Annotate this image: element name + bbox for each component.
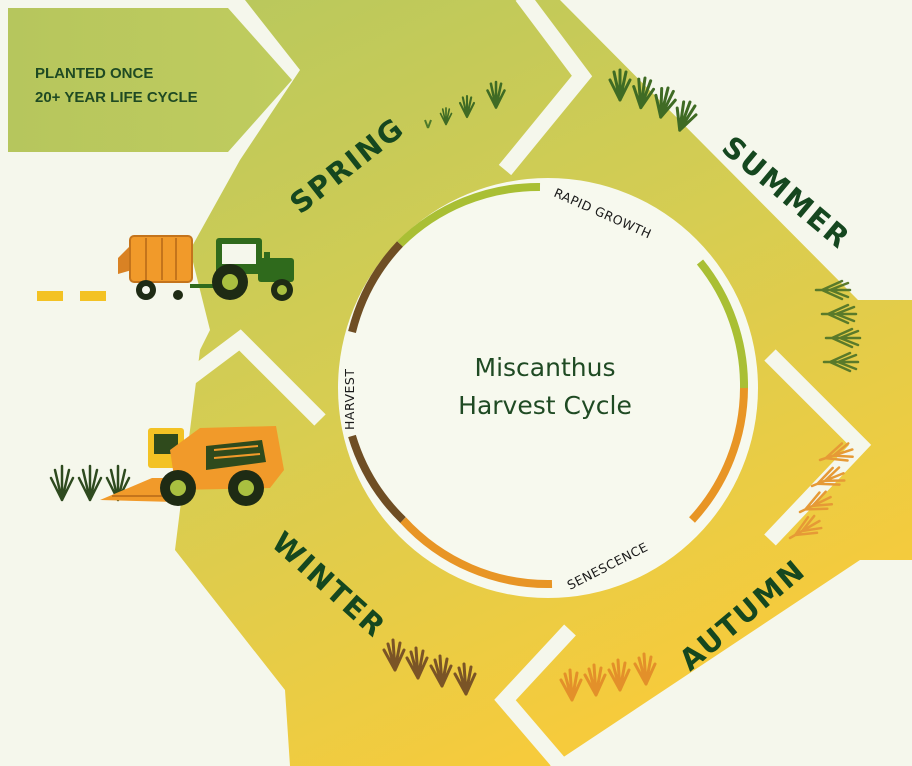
combine-harvester-icon xyxy=(100,426,284,506)
ring-arc-rapid-growth-2 xyxy=(696,259,749,389)
ring-arc-rapid-growth-1 xyxy=(397,182,541,247)
spring-grass-icon xyxy=(424,80,506,129)
baler-icon xyxy=(118,235,215,300)
ring-arc-senescence-2 xyxy=(400,517,553,589)
dash-line xyxy=(37,291,106,301)
center-disk xyxy=(338,178,758,598)
tractor-icon xyxy=(212,238,294,301)
note-line-1: PLANTED ONCE xyxy=(35,65,153,82)
ring-arc-harvest-1 xyxy=(348,434,406,523)
phase-ring xyxy=(348,182,749,589)
note-line-2: 20+ YEAR LIFE CYCLE xyxy=(35,89,198,106)
center-title-line-1: Miscanthus xyxy=(475,353,616,382)
center-title-line-2: Harvest Cycle xyxy=(458,391,632,420)
ring-arc-senescence-1 xyxy=(689,387,748,523)
cycle-separators xyxy=(155,0,872,766)
planted-once-note: PLANTED ONCE 20+ YEAR LIFE CYCLE xyxy=(8,8,292,152)
ring-arc-harvest-2 xyxy=(348,241,403,333)
phase-label-harvest: HARVEST xyxy=(342,369,357,430)
